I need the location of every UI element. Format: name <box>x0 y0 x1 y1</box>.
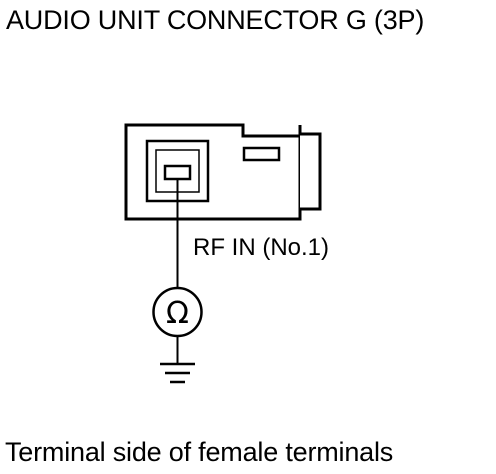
ohm-icon: Ω <box>166 296 189 331</box>
ground-icon <box>160 362 195 384</box>
terminal-pin-1 <box>163 164 192 181</box>
connector-latch <box>300 132 322 211</box>
diagram-title: AUDIO UNIT CONNECTOR G (3P) <box>6 5 425 35</box>
connector-slot <box>242 146 281 162</box>
diagram-caption: Terminal side of female terminals <box>5 437 394 467</box>
terminal-label: RF IN (No.1) <box>193 234 329 261</box>
